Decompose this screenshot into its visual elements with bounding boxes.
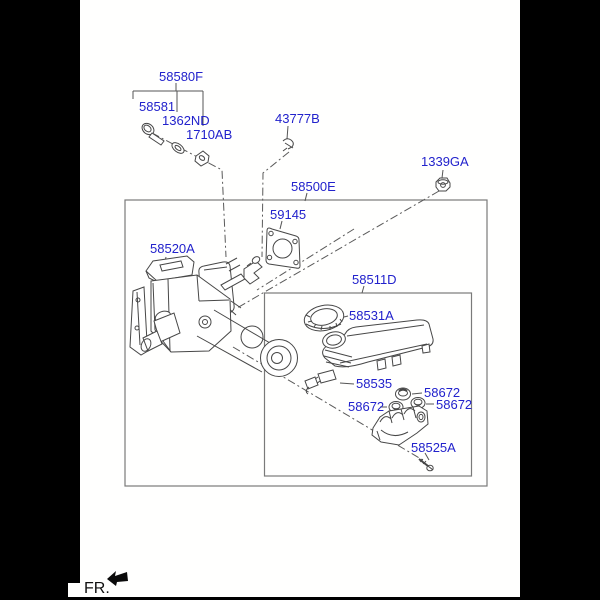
bracket-drawing-58525a [371, 405, 429, 446]
reservoir-drawing [322, 319, 434, 371]
nut-drawing-1339ga [435, 177, 451, 192]
part-label-1362nd[interactable]: 1362ND [162, 113, 210, 128]
part-label-58581[interactable]: 58581 [139, 99, 176, 114]
booster-assembly-drawing-58520a [129, 255, 298, 377]
sub-assembly-outline-box [263, 292, 473, 477]
bolt-drawing-58581 [141, 122, 165, 146]
sensor-drawing-58535 [304, 369, 337, 395]
part-label-58672-left[interactable]: 58672 [348, 399, 385, 414]
gasket-drawing-59145 [265, 227, 301, 269]
clip-drawing-43777b [282, 138, 294, 152]
part-label-58535[interactable]: 58535 [356, 376, 393, 391]
part-label-58500e[interactable]: 58500E [291, 179, 336, 194]
screw-drawing [418, 458, 434, 472]
fr-direction-arrow-icon [107, 571, 128, 586]
part-label-43777b[interactable]: 43777B [275, 111, 320, 126]
part-label-1710ab[interactable]: 1710AB [186, 127, 233, 142]
reservoir-cap-drawing-58531a [303, 304, 345, 332]
part-label-58531a[interactable]: 58531A [349, 308, 394, 323]
grommet-drawing-top [395, 387, 411, 401]
part-label-58520a[interactable]: 58520A [150, 241, 195, 256]
part-label-58511d[interactable]: 58511D [352, 272, 397, 287]
part-label-58580f[interactable]: 58580F [159, 69, 204, 84]
diagram-panel-notch [68, 583, 82, 597]
part-label-58672-right[interactable]: 58672 [436, 397, 473, 412]
washer-drawing-1362nd [171, 142, 185, 154]
part-label-59145[interactable]: 59145 [270, 207, 307, 222]
main-assembly-outline-box [124, 199, 488, 487]
fr-direction-label: FR. [84, 580, 110, 597]
part-label-1339ga[interactable]: 1339GA [421, 154, 469, 169]
retainer-clip-drawing-1710ab [194, 150, 210, 167]
part-label-58525a[interactable]: 58525A [411, 440, 456, 455]
part-label-58672-top[interactable]: 58672 [424, 385, 461, 400]
